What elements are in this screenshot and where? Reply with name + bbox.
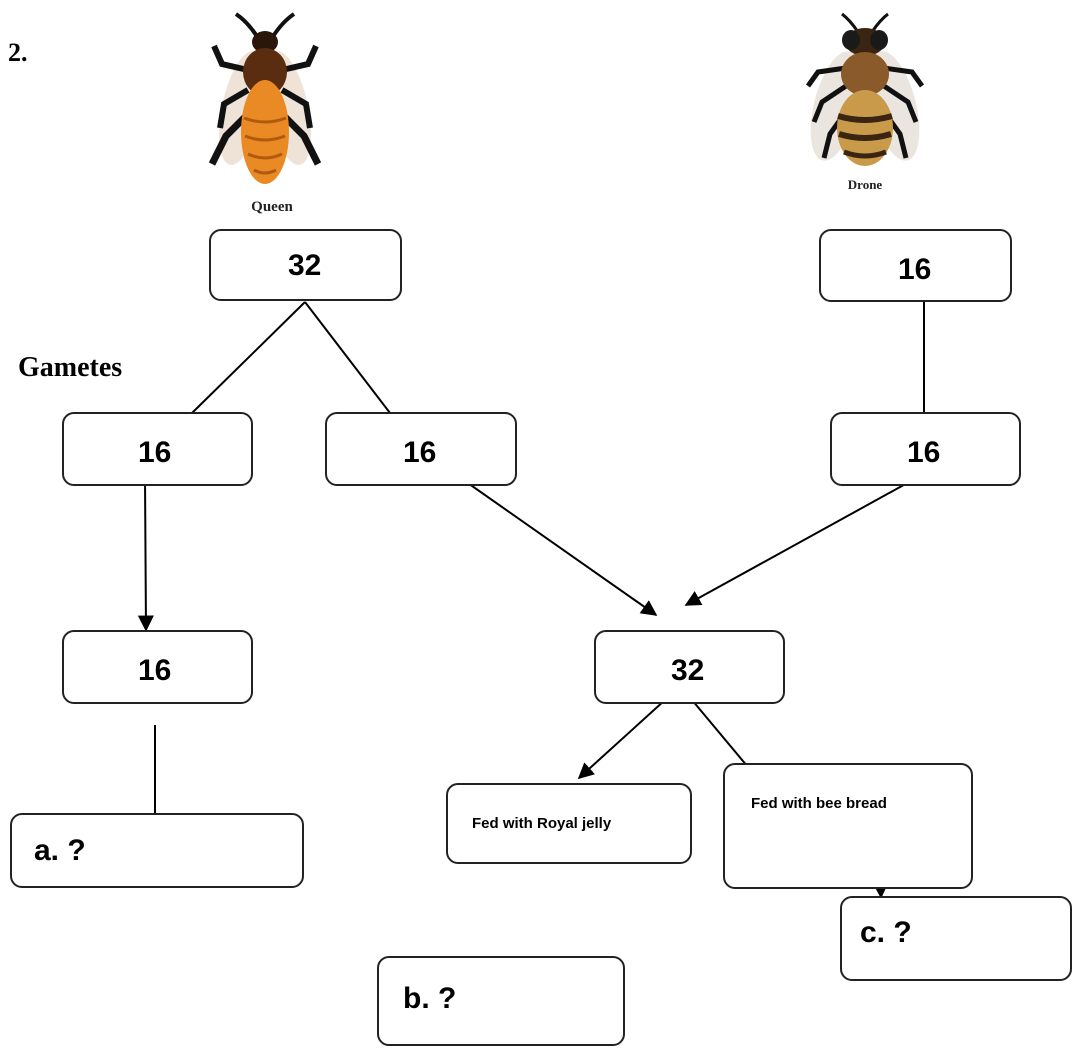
queen-bee-image <box>208 12 322 184</box>
bee-bread-text: Fed with bee bread <box>751 795 887 812</box>
answer-b-text: b. ? <box>403 982 457 1015</box>
gamete-mid-box: 16 <box>325 412 517 486</box>
zygote-to-royal-jelly-arrow <box>577 699 666 780</box>
drone-bee-image <box>805 12 925 166</box>
queen-chromosome-box: 32 <box>209 229 402 301</box>
answer-b-box: b. ? <box>377 956 625 1046</box>
royal-jelly-text: Fed with Royal jelly <box>472 815 612 832</box>
answer-c-text: c. ? <box>860 916 912 949</box>
question-number: 2. <box>8 38 28 67</box>
sperm-to-zygote-arrow <box>684 475 921 606</box>
drone-chromosome-value: 16 <box>898 253 932 286</box>
zygote-value: 32 <box>671 654 705 687</box>
zygote-box: 32 <box>594 630 785 704</box>
gamete-drone-value: 16 <box>907 436 941 469</box>
drone-chromosome-box: 16 <box>819 229 1012 302</box>
unfertilized-egg-value: 16 <box>138 654 172 687</box>
gamete-mid-value: 16 <box>403 436 437 469</box>
unfertilized-egg-box: 16 <box>62 630 253 704</box>
queen-to-gamete-mid-line <box>304 301 391 414</box>
gamete-to-unfertilized-arrow <box>137 477 154 632</box>
answer-a-box: a. ? <box>10 813 304 888</box>
gamete-left-value: 16 <box>138 436 172 469</box>
answer-c-box: c. ? <box>840 896 1072 981</box>
queen-to-gamete-left-line <box>191 301 306 414</box>
drone-label: Drone <box>847 177 883 192</box>
queen-label: Queen <box>251 199 293 215</box>
gametes-label: Gametes <box>18 352 123 383</box>
bee-bread-box: Fed with bee bread <box>723 763 973 889</box>
gamete-left-box: 16 <box>62 412 253 486</box>
egg-to-zygote-arrow <box>454 473 658 616</box>
royal-jelly-box: Fed with Royal jelly <box>446 783 692 864</box>
gamete-drone-box: 16 <box>830 412 1021 486</box>
answer-a-text: a. ? <box>34 834 86 867</box>
queen-chromosome-value: 32 <box>288 249 322 282</box>
